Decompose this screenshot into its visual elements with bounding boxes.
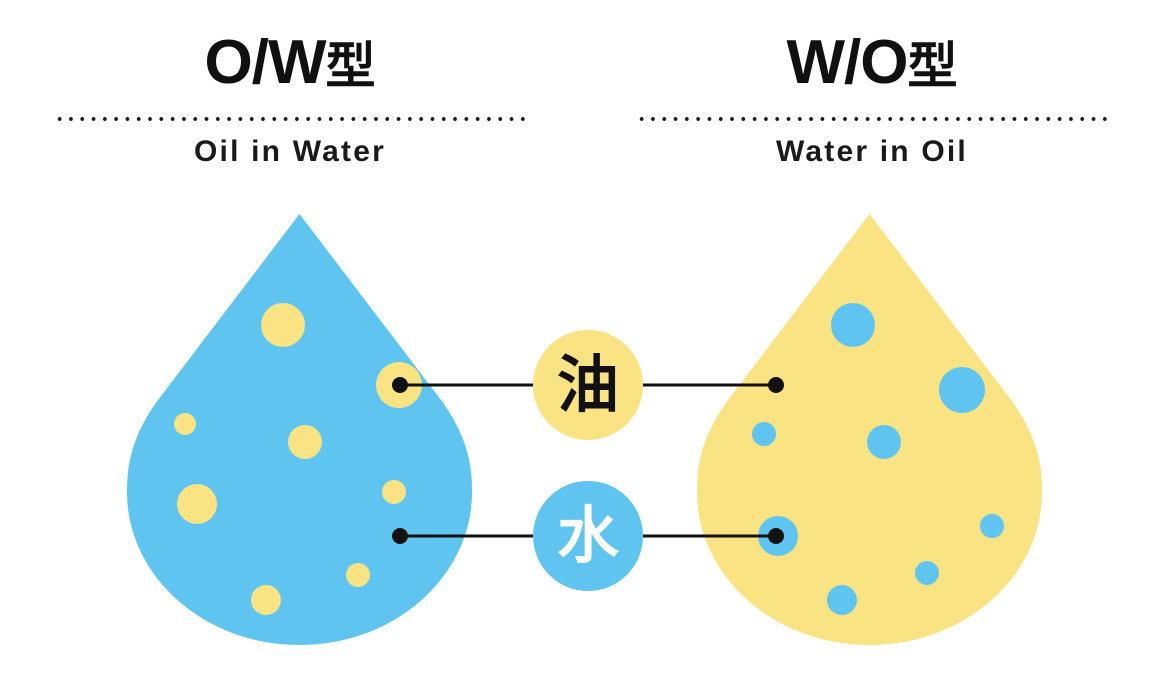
particle-water-right-1: [939, 367, 985, 413]
particle-oil-left-3: [288, 425, 322, 459]
panel-title-left: O/W型: [54, 26, 526, 103]
connector-dot-oil-left: [392, 377, 408, 393]
panel-title-right-cjk: 型: [907, 37, 958, 95]
particle-water-right-0: [831, 303, 875, 347]
connector-dot-water-left: [392, 528, 408, 544]
particle-oil-left-0: [261, 303, 305, 347]
panel-subtitle-left: Oil in Water: [194, 135, 386, 168]
panel-subtitle-right: Water in Oil: [776, 135, 968, 168]
divider-dotted-right: [636, 117, 1108, 121]
particle-group-left: [174, 303, 422, 615]
badge-oil[interactable]: 油: [533, 330, 643, 440]
particle-oil-left-2: [174, 413, 196, 435]
connector-dot-oil-right: [768, 377, 784, 393]
panel-title-left-cjk: 型: [325, 37, 376, 95]
divider-dotted-left: [54, 117, 526, 121]
droplet-right: [697, 214, 1042, 645]
panel-title-right-latin: W/O: [786, 28, 909, 97]
particle-oil-left-7: [251, 585, 281, 615]
particle-water-right-5: [980, 514, 1004, 538]
particle-oil-left-5: [382, 480, 406, 504]
particle-water-right-2: [752, 422, 776, 446]
panel-header-right: W/O型 Water in Oil: [636, 26, 1108, 169]
badge-oil-label: 油: [556, 348, 619, 421]
particle-oil-left-6: [346, 563, 370, 587]
panel-title-right: W/O型: [636, 26, 1108, 103]
particle-oil-left-4: [177, 484, 217, 524]
particle-water-right-7: [827, 585, 857, 615]
panel-header-left: O/W型 Oil in Water: [54, 26, 526, 169]
badge-water-label: 水: [556, 499, 619, 572]
particle-water-right-3: [867, 425, 901, 459]
panel-title-left-latin: O/W: [204, 28, 327, 97]
badge-water[interactable]: 水: [533, 481, 643, 591]
connector-dot-water-right: [768, 528, 784, 544]
connector-group: [392, 377, 784, 544]
particle-water-right-6: [915, 561, 939, 585]
